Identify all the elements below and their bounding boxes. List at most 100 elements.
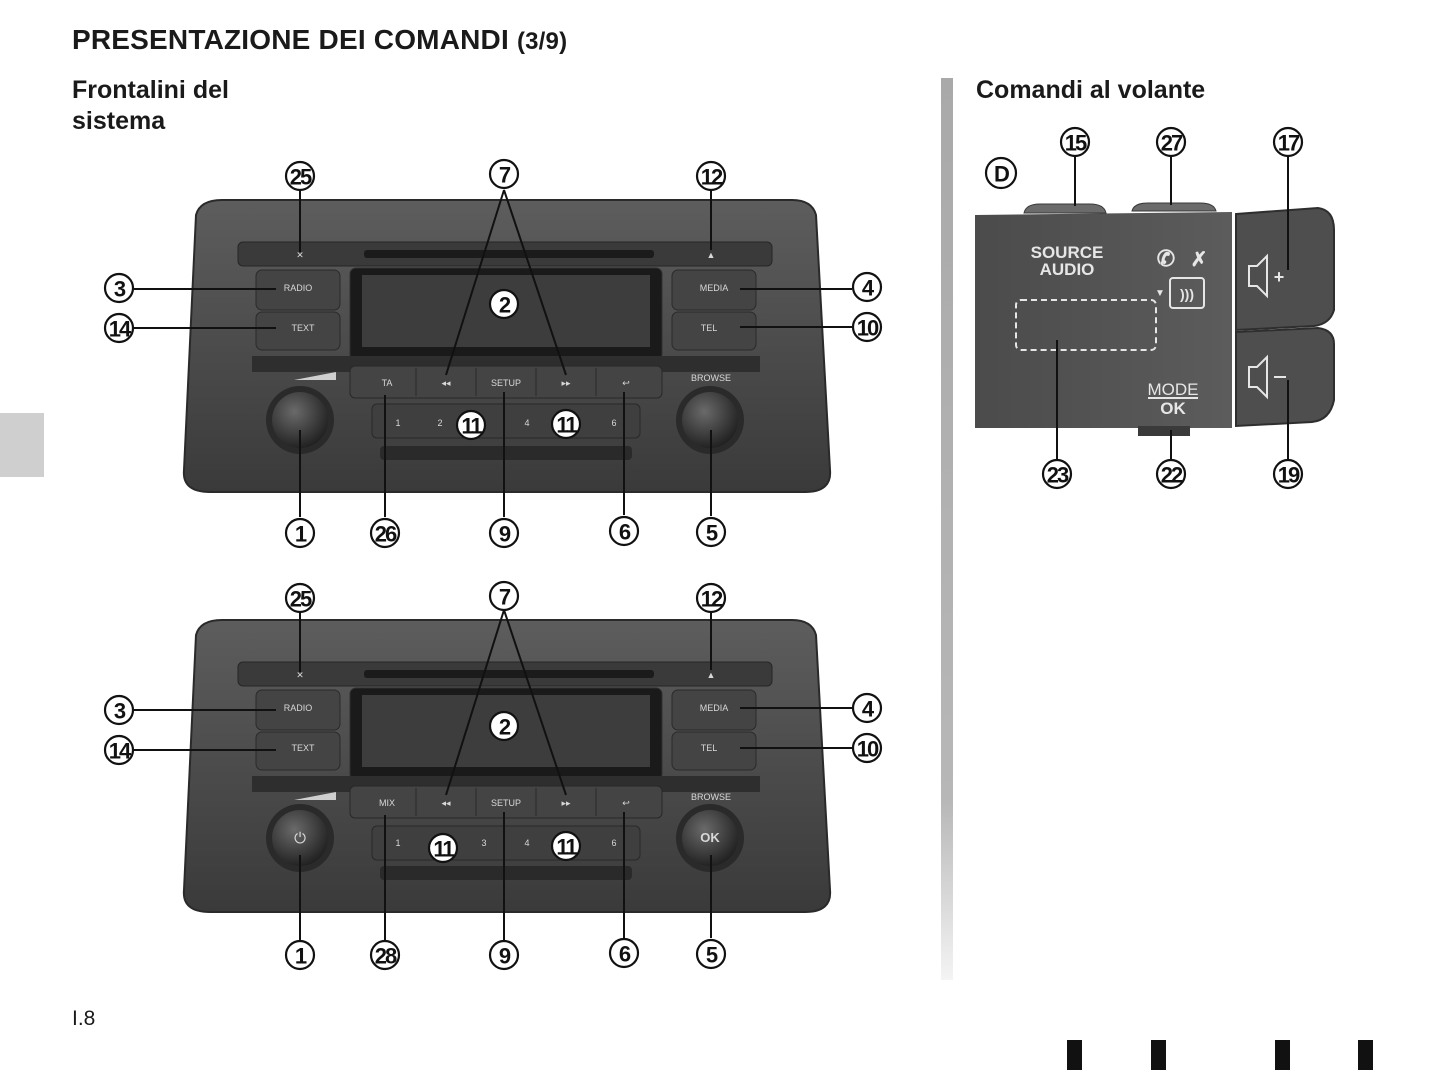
callout-7: 7 [499,585,511,610]
callout-3: 3 [114,699,126,724]
callouts-bottom: 25 7 12 3 14 2 4 10 11 11 1 28 9 6 5 [103,580,883,971]
source-label-line2: AUDIO [1040,260,1095,279]
scroll-wheel-zone[interactable] [1015,299,1157,351]
mute-icon: ✕ [296,250,304,260]
label-d: D [994,162,1009,187]
browse-ok-knob[interactable] [682,810,738,866]
plus-sign: + [1274,267,1285,287]
callout-14: 14 [109,317,132,342]
radio-panel-top: ✕ ▲ RADIO TEXT MEDIA TEL TA ◂◂ SETUP ▸▸ … [182,199,832,493]
preset-1-button[interactable]: 1 [395,838,400,848]
radio-panel-bottom: ✕ ▲ RADIO TEXT MEDIA TEL MIX ◂◂ SETUP ▸▸… [182,619,832,913]
speaker-plus-icon [1248,253,1268,299]
callout-2: 2 [499,715,511,740]
power-volume-knob[interactable] [272,810,328,866]
callout-11: 11 [556,413,577,438]
ta-button[interactable]: TA [382,378,393,388]
callout-10: 10 [857,737,879,762]
preset-3-button[interactable]: 3 [481,838,486,848]
preset-6-button[interactable]: 6 [611,838,616,848]
page-number: I.8 [72,1007,96,1030]
eject-icon: ▲ [707,250,716,260]
volume-knob[interactable] [272,392,328,448]
callout-26: 26 [375,522,397,547]
source-up-button[interactable] [1023,203,1107,214]
phone-icon: ✆ [1157,246,1175,271]
seek-back-icon[interactable]: ◂◂ [441,798,451,808]
ok-label: OK [700,830,720,845]
setup-button[interactable]: SETUP [491,378,521,388]
callout-14: 14 [109,739,132,764]
mix-button[interactable]: MIX [379,798,395,808]
callouts-top: 25 7 12 3 14 2 4 10 11 11 1 26 9 6 5 [103,158,883,549]
mode-ok-button[interactable] [1138,426,1190,436]
callout-17: 17 [1278,131,1300,156]
browse-label: BROWSE [691,792,731,802]
callout-9: 9 [499,522,511,547]
right-heading: Comandi al volante [976,76,1206,104]
leaders-top [134,189,852,517]
setup-button[interactable]: SETUP [491,798,521,808]
text-button[interactable]: TEXT [291,743,315,753]
callout-1: 1 [295,522,307,547]
back-icon[interactable]: ↩ [622,378,630,388]
text-button[interactable]: TEXT [291,323,315,333]
hangup-icon: ✗ [1191,249,1208,271]
preset-6-button[interactable]: 6 [611,418,616,428]
seek-forward-icon[interactable]: ▸▸ [561,378,571,388]
callouts-steering: D 15 27 17 23 22 19 [984,126,1304,490]
section-tab [0,413,44,477]
power-icon: ⏻ [294,830,306,847]
callout-27: 27 [1161,131,1183,156]
browse-knob[interactable] [682,392,738,448]
callout-12: 12 [701,165,723,190]
title-text: PRESENTAZIONE DEI COMANDI [72,24,509,55]
callout-5: 5 [706,521,718,546]
eject-icon: ▲ [707,670,716,680]
callout-11: 11 [433,837,454,862]
left-heading-line1: Frontalini del [72,76,229,104]
tel-button[interactable]: TEL [701,323,718,333]
callout-3: 3 [114,277,126,302]
steering-control: SOURCE AUDIO ✆ ✗ ))) ▼ MODE OK + [975,202,1335,436]
callout-5: 5 [706,943,718,968]
mode-label: MODE [1148,380,1199,399]
print-mark [1067,1040,1082,1070]
preset-2-button[interactable]: 2 [437,418,442,428]
page-indicator: (3/9) [516,28,568,55]
callout-11: 11 [556,835,577,860]
print-mark [1275,1040,1290,1070]
callout-6: 6 [619,520,631,545]
media-button[interactable]: MEDIA [700,703,729,713]
preset-1-button[interactable]: 1 [395,418,400,428]
radio-button[interactable]: RADIO [284,703,313,713]
callout-15: 15 [1065,131,1087,156]
radio-button[interactable]: RADIO [284,283,313,293]
callout-23: 23 [1047,463,1069,488]
ok-label: OK [1160,399,1186,418]
print-mark [1358,1040,1373,1070]
browse-label: BROWSE [691,373,731,383]
preset-4-button[interactable]: 4 [524,838,529,848]
volume-up-button[interactable] [1235,206,1335,332]
source-label-line1: SOURCE [1031,243,1104,262]
callout-25: 25 [290,165,312,190]
voice-command-icon [1169,277,1205,309]
preset-4-button[interactable]: 4 [524,418,529,428]
seek-back-icon[interactable]: ◂◂ [441,378,451,388]
callout-19: 19 [1278,463,1300,488]
tel-button[interactable]: TEL [701,743,718,753]
arrow-down-icon: ▼ [1155,288,1165,299]
callout-9: 9 [499,944,511,969]
back-icon[interactable]: ↩ [622,798,630,808]
callout-10: 10 [857,316,879,341]
leaders-bottom [134,609,852,940]
media-button[interactable]: MEDIA [700,283,729,293]
left-heading-line2: sistema [72,107,166,135]
seek-forward-icon[interactable]: ▸▸ [561,798,571,808]
page-title: PRESENTAZIONE DEI COMANDI (3/9) [72,24,567,56]
leaders-steering [1056,156,1289,460]
callout-7: 7 [499,163,511,188]
phone-button[interactable] [1131,202,1217,212]
